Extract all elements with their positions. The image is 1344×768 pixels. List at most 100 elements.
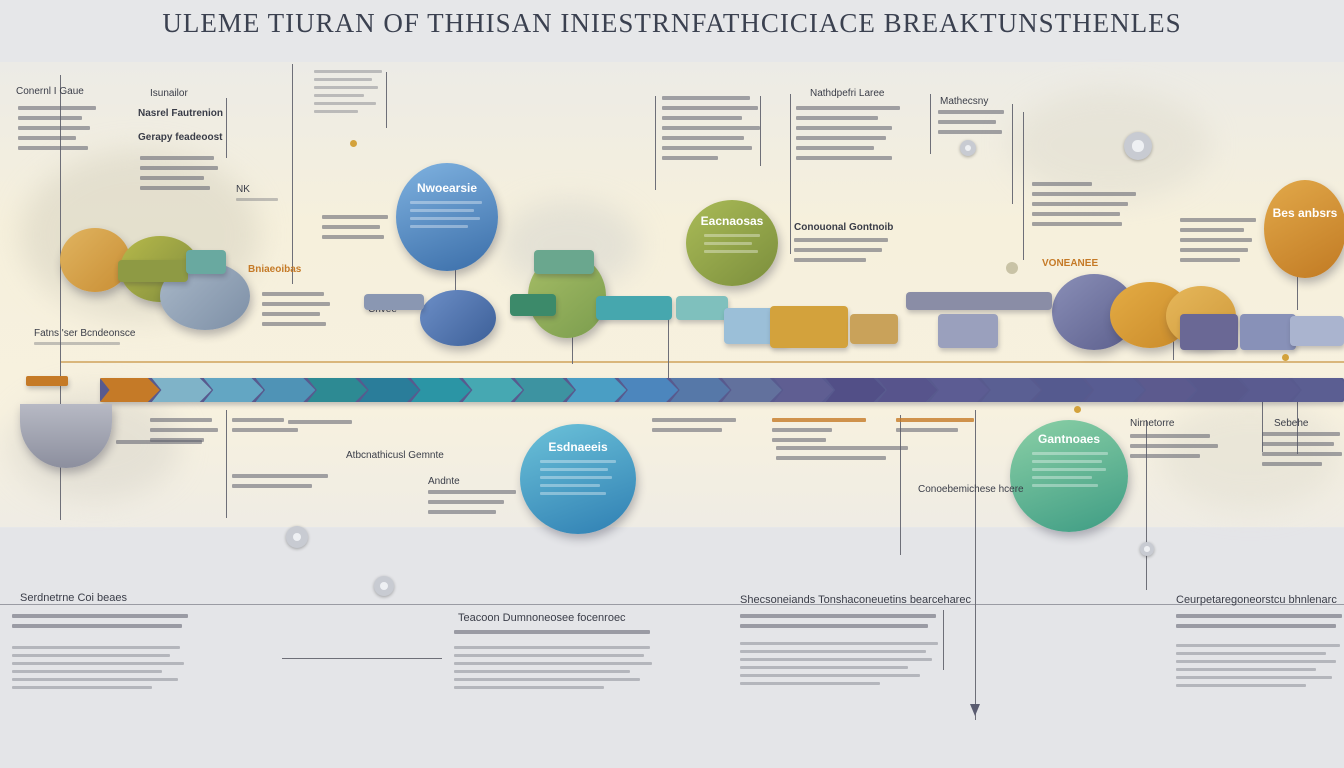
- timeline-segment: [307, 378, 368, 402]
- milestone-tag: [534, 250, 594, 274]
- text-lines-placeholder: [794, 238, 894, 268]
- text-lines-placeholder: [938, 110, 1008, 140]
- milestone-tag: [186, 250, 226, 274]
- connector-line: [455, 270, 456, 300]
- footnote-text-lines: [454, 646, 654, 694]
- timeline-segment: [359, 378, 419, 402]
- info-node-icon[interactable]: [286, 526, 308, 548]
- connector-line: [900, 415, 901, 555]
- text-lines-placeholder: [1262, 432, 1344, 472]
- text-lines-placeholder: [288, 420, 358, 430]
- text-lines-placeholder: [896, 418, 976, 438]
- milestone-bubble: [60, 228, 130, 292]
- caption-text: Conoebemichese hcere: [918, 484, 1024, 495]
- timeline-segment: [670, 378, 730, 402]
- footnote-text-lines: [1176, 614, 1344, 634]
- text-lines-placeholder: [34, 342, 124, 350]
- footnote-text-lines: [12, 614, 192, 634]
- connector-line: [1012, 104, 1013, 204]
- footnote-text-lines: [12, 646, 192, 694]
- text-lines-placeholder: [776, 446, 916, 466]
- connector-line: [760, 96, 761, 166]
- footnote-heading: Teacoon Dumnoneosee focenroec: [458, 612, 626, 624]
- guide-line: [60, 361, 1344, 363]
- timeline-dot: [350, 140, 357, 147]
- text-lines-placeholder: [18, 106, 98, 156]
- milestone-tag: [850, 314, 898, 344]
- connector-line: [790, 94, 791, 254]
- timeline-segment: [929, 378, 990, 402]
- milestone-tag: [676, 296, 728, 320]
- watercolor-wash: [1010, 90, 1210, 200]
- text-lines-placeholder: [1130, 434, 1220, 464]
- connector-line: [1146, 420, 1147, 590]
- connector-line: [226, 98, 227, 158]
- text-lines-placeholder: [540, 460, 620, 500]
- text-lines-placeholder: [232, 418, 302, 438]
- caption-text: Sebehe: [1274, 418, 1309, 429]
- text-lines-placeholder: [262, 292, 332, 332]
- connector-line: [975, 410, 976, 720]
- connector-line: [60, 75, 61, 520]
- timeline-segment: [100, 378, 160, 402]
- timeline-segment: [1240, 378, 1301, 402]
- timeline-start-tag: [26, 376, 68, 386]
- page-title: ULEME TIURAN OF THHISAN INIESTRNFATHCICI…: [162, 8, 1182, 38]
- info-node-icon[interactable]: [960, 140, 976, 156]
- milestone-bubble: [420, 290, 496, 346]
- connector-line: [1023, 112, 1024, 260]
- caption-text: Conouonal Gontnoib: [794, 222, 894, 233]
- timeline-segment: [825, 378, 886, 402]
- info-node-icon[interactable]: [1140, 542, 1154, 556]
- timeline-segment: [1188, 378, 1249, 402]
- timeline-dot: [1074, 406, 1081, 413]
- timeline-dot: [1282, 354, 1289, 361]
- info-node-icon[interactable]: [374, 576, 394, 596]
- text-lines-placeholder: [704, 234, 764, 258]
- milestone-tag: [510, 294, 556, 316]
- timeline-segment: [722, 378, 782, 402]
- milestone-bubble: Gantnoaes: [1010, 420, 1128, 532]
- text-lines-placeholder: [410, 201, 486, 233]
- text-lines-placeholder: [1032, 452, 1112, 492]
- timeline-segment: [566, 378, 627, 402]
- text-lines-placeholder: [116, 440, 206, 450]
- connector-line: [292, 64, 293, 284]
- timeline-segment: [1033, 378, 1093, 402]
- caption-text: Fatns 'ser Bcndeonsce: [34, 328, 136, 339]
- timeline-segment: [773, 378, 834, 402]
- milestone-tag: [1240, 314, 1296, 350]
- footnote-heading: Shecsoneiands Tonshaconeuetins bearcehar…: [740, 594, 971, 606]
- connector-line: [226, 410, 227, 518]
- milestone-tag: [364, 294, 424, 310]
- connector-line: [655, 96, 656, 190]
- milestone-bubble: Eacnaosas: [686, 200, 778, 286]
- timeline-segment: [255, 378, 316, 402]
- caption-text: Conernl I Gaue: [16, 86, 84, 97]
- text-lines-placeholder: [652, 418, 742, 438]
- text-lines-placeholder: [428, 490, 518, 520]
- connector-line: [1262, 380, 1263, 452]
- caption-text: Nasrel Fautrenion: [138, 108, 224, 119]
- text-lines-placeholder: [662, 96, 762, 166]
- caption-text: Gerapy feadeoost: [138, 132, 223, 143]
- connector-line: [1297, 380, 1298, 454]
- info-node-icon[interactable]: [1124, 132, 1152, 160]
- milestone-tag: [1290, 316, 1344, 346]
- text-lines-placeholder: [314, 70, 384, 118]
- footnote-heading: Ceurpetaregoneorstcu bhnlenarc: [1176, 594, 1337, 606]
- connector-line: [386, 72, 387, 128]
- milestone-tag: [938, 314, 998, 348]
- arrow-down-icon: [970, 704, 980, 716]
- caption-text: Andnte: [428, 476, 460, 487]
- timeline-segment: [618, 378, 679, 402]
- text-lines-placeholder: [772, 418, 872, 448]
- timeline-segment: [151, 378, 212, 402]
- caption-text: Nirnetorre: [1130, 418, 1175, 429]
- text-lines-placeholder: [1180, 218, 1260, 268]
- text-lines-placeholder: [1032, 182, 1142, 232]
- caption-text: Nathdpefri Laree: [810, 88, 885, 99]
- footnote-panel: [0, 528, 1344, 768]
- timeline-segment: [1136, 378, 1197, 402]
- timeline-dot: [1006, 262, 1018, 274]
